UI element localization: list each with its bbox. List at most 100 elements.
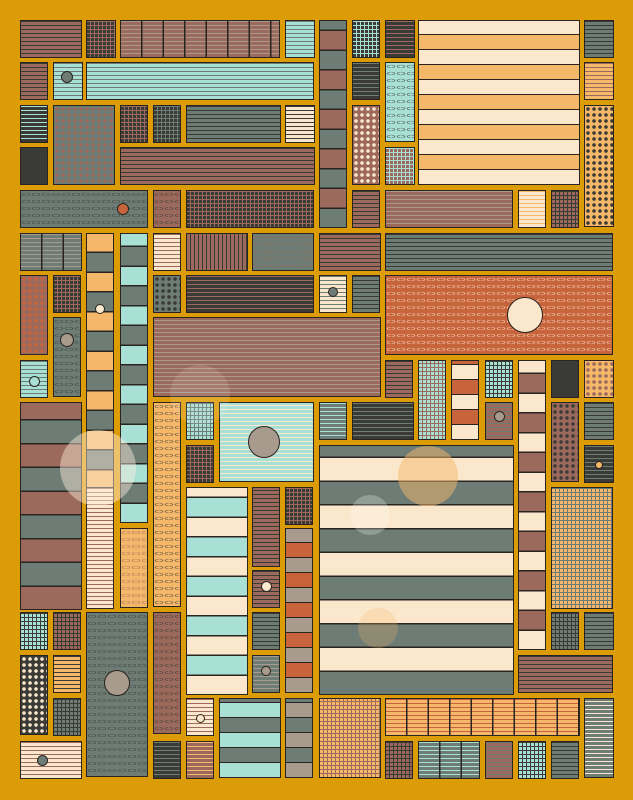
pattern-tile — [584, 62, 614, 100]
circle-ornament — [261, 666, 271, 676]
pattern-tile — [186, 190, 314, 228]
circle-ornament — [595, 461, 603, 469]
pattern-tile — [352, 62, 380, 100]
circle-ornament — [61, 71, 73, 83]
pattern-tile — [485, 741, 513, 779]
circle-ornament — [248, 426, 280, 458]
circle-ornament — [95, 304, 105, 314]
pattern-tile — [20, 402, 82, 610]
pattern-tile — [86, 487, 114, 609]
pattern-tile — [418, 741, 480, 779]
pattern-tile — [285, 698, 313, 778]
pattern-tile — [418, 360, 446, 440]
pattern-tile — [20, 233, 82, 271]
pattern-tile — [120, 528, 148, 608]
circle-ornament — [260, 580, 272, 592]
pattern-tile — [20, 147, 48, 185]
pattern-tile — [153, 402, 181, 607]
pattern-tile — [518, 360, 546, 650]
circle-ornament — [28, 375, 40, 387]
pattern-tile — [352, 105, 380, 185]
pattern-tile — [518, 741, 546, 779]
pattern-tile — [319, 20, 347, 228]
pattern-tile — [385, 233, 613, 271]
pattern-tile — [518, 190, 546, 228]
pattern-tile — [385, 147, 415, 185]
pattern-tile — [551, 612, 579, 650]
pattern-tile — [186, 741, 214, 779]
circle-ornament — [328, 287, 338, 297]
circle-ornament — [36, 754, 48, 766]
pattern-tile — [352, 20, 380, 58]
pattern-tile — [252, 487, 280, 567]
pattern-tile — [385, 360, 413, 398]
pattern-tile — [518, 655, 613, 693]
pattern-tile — [285, 105, 315, 143]
pattern-tile — [551, 487, 613, 609]
pattern-tile — [485, 360, 513, 398]
pattern-tile — [186, 445, 214, 483]
pattern-tile — [252, 612, 280, 650]
pattern-tile — [551, 360, 579, 398]
pattern-tile — [551, 741, 579, 779]
pattern-tile — [418, 20, 580, 185]
circle-ornament — [507, 297, 543, 333]
pattern-tile — [584, 105, 614, 227]
pattern-tile — [584, 698, 614, 778]
pattern-tile — [186, 275, 314, 313]
pattern-tile — [153, 317, 381, 397]
pattern-tile — [153, 233, 181, 271]
pattern-tile — [53, 612, 81, 650]
pattern-tile — [219, 698, 281, 778]
pattern-tile — [20, 655, 48, 735]
pattern-tile — [153, 612, 181, 734]
pattern-tile — [53, 105, 115, 185]
pattern-tile — [186, 105, 281, 143]
pattern-tile — [385, 62, 415, 142]
pattern-tile — [186, 233, 248, 271]
circle-ornament — [117, 203, 129, 215]
pattern-tile — [120, 233, 148, 523]
pattern-tile — [385, 20, 415, 58]
pattern-tile — [20, 62, 48, 100]
pattern-tile — [53, 655, 81, 693]
pattern-tile — [285, 20, 315, 58]
circle-ornament — [493, 410, 505, 422]
pattern-tile — [451, 360, 479, 440]
pattern-tile — [352, 402, 414, 440]
pattern-tile — [153, 190, 181, 228]
pattern-tile — [20, 741, 82, 779]
pattern-tile — [385, 275, 613, 355]
pattern-tile — [120, 105, 148, 143]
pattern-tile — [385, 741, 413, 779]
pattern-tile — [352, 190, 380, 228]
pattern-tile — [252, 233, 314, 271]
pattern-tile — [352, 275, 380, 313]
pattern-tile — [120, 147, 315, 185]
pattern-tile — [385, 190, 513, 228]
circle-ornament — [195, 713, 205, 723]
pattern-tile — [153, 741, 181, 779]
pattern-tile — [584, 402, 614, 440]
pattern-tile — [53, 275, 81, 313]
pattern-tile — [153, 105, 181, 143]
pattern-tile — [20, 612, 48, 650]
pattern-tile — [319, 698, 381, 778]
circle-ornament — [104, 670, 130, 696]
pattern-tile — [319, 233, 381, 271]
pattern-tile — [186, 402, 214, 440]
pattern-tile — [319, 445, 514, 695]
pattern-tile — [20, 20, 82, 58]
pattern-tile — [551, 402, 579, 482]
circle-ornament — [60, 333, 74, 347]
pattern-tile — [551, 190, 579, 228]
pattern-tile — [20, 105, 48, 143]
pattern-tile — [53, 698, 81, 736]
pattern-tile — [86, 62, 314, 100]
pattern-tile — [153, 275, 181, 313]
pattern-tile — [186, 487, 248, 695]
pattern-tile — [285, 487, 313, 525]
pattern-tile — [285, 528, 313, 693]
pattern-tile — [53, 62, 83, 100]
